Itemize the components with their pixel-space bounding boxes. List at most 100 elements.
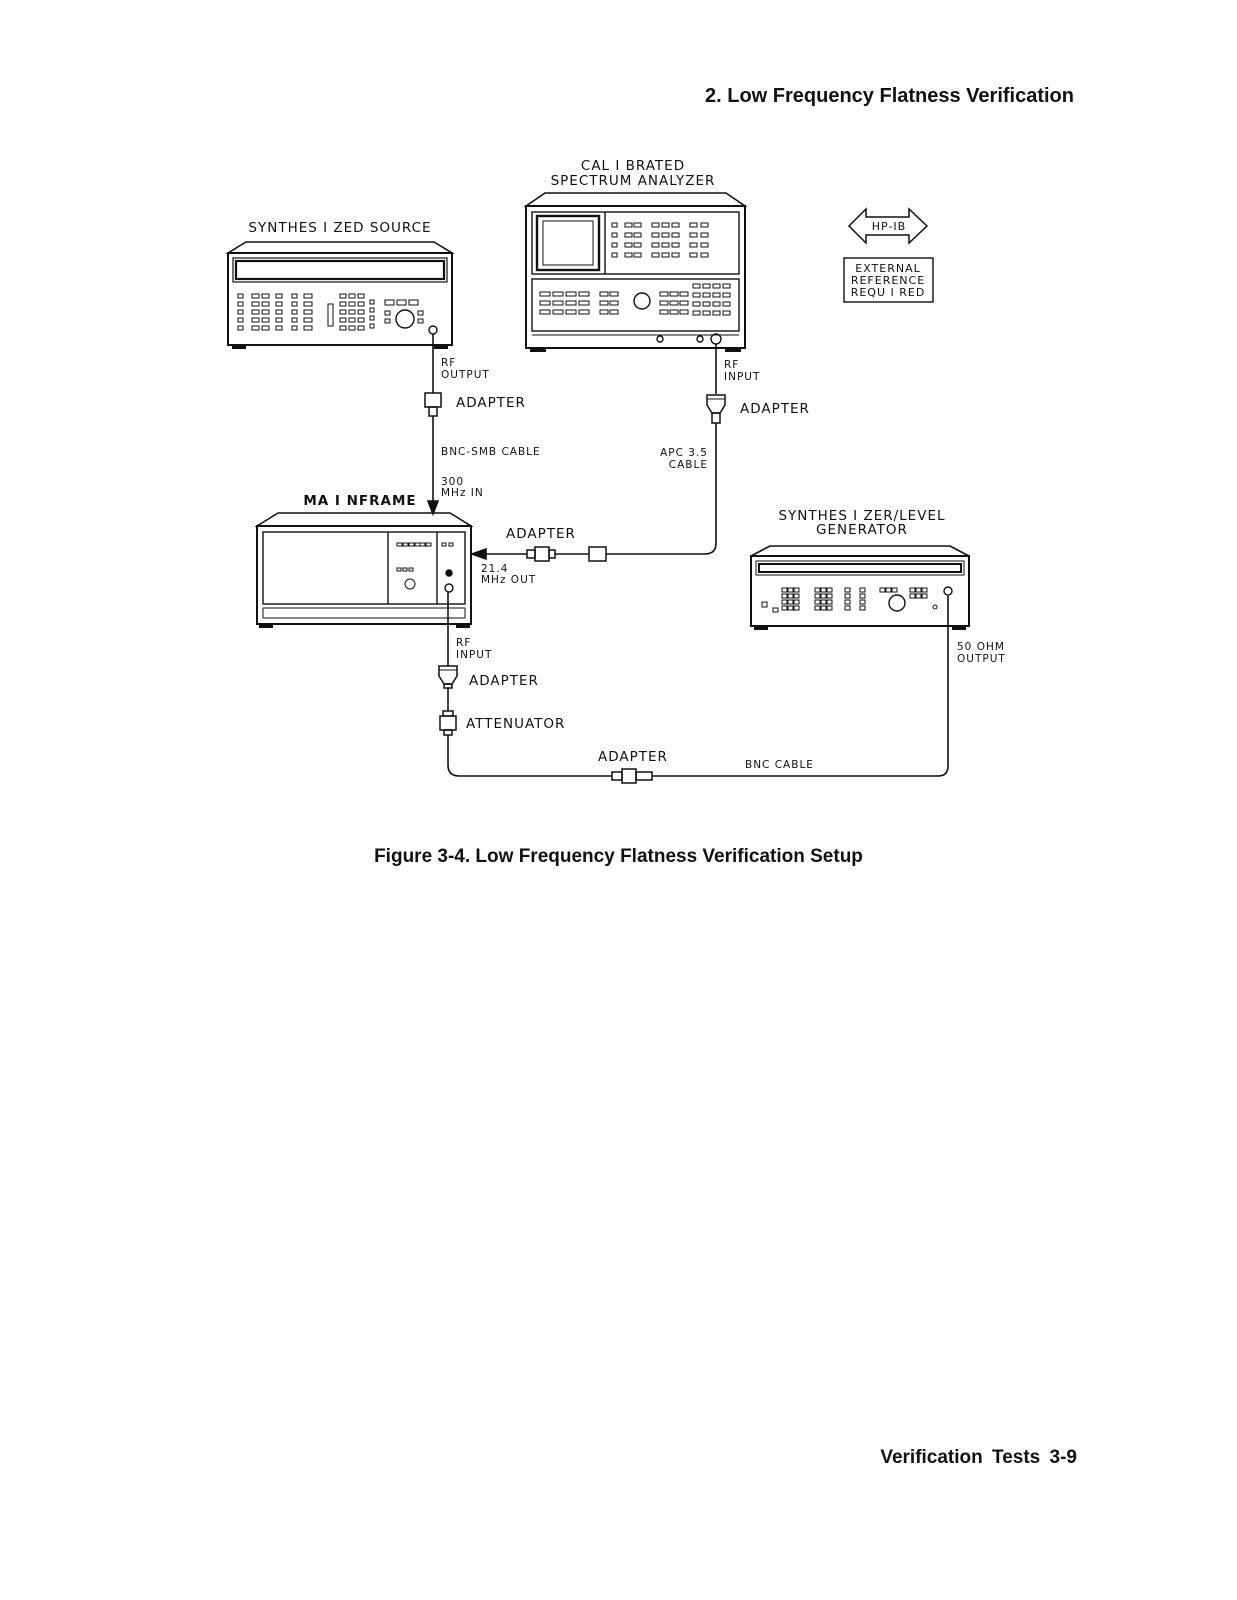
panel-key	[633, 222, 642, 228]
panel-key	[702, 283, 711, 289]
spectrum-analyzer-label: CAL I BRATED SPECTRUM ANALYZER	[551, 158, 715, 189]
panel-key	[679, 291, 689, 297]
panel-key	[539, 309, 551, 315]
panel-key	[826, 587, 833, 593]
panel-key	[369, 307, 375, 313]
panel-key	[552, 309, 564, 315]
panel-key	[357, 309, 365, 315]
panel-key	[357, 325, 365, 331]
panel-key	[679, 300, 689, 306]
panel-key	[633, 252, 642, 258]
panel-key	[671, 252, 680, 258]
panel-key	[624, 222, 633, 228]
panel-key	[578, 300, 590, 306]
panel-key	[633, 242, 642, 248]
panel-key	[772, 607, 779, 613]
rf-input-mainframe-label: RF INPUT	[456, 637, 491, 661]
panel-key	[651, 232, 660, 238]
adapter-source-connector	[424, 392, 442, 417]
adapter-mainframe-in-label: ADAPTER	[469, 673, 539, 689]
panel-key	[722, 310, 731, 316]
panel-key	[651, 222, 660, 228]
panel-key	[700, 232, 709, 238]
mhz-in-line-2: MHz IN	[441, 487, 484, 499]
panel-key	[781, 587, 788, 593]
mainframe-label: MA I NFRAME	[303, 493, 416, 509]
panel-key	[275, 325, 283, 331]
panel-key	[291, 325, 298, 331]
mhz-in-line-1: 300	[441, 476, 464, 488]
panel-key	[348, 309, 356, 315]
panel-key	[261, 301, 270, 307]
panel-key	[402, 567, 408, 572]
rf-output-line-1: RF	[441, 357, 456, 369]
panel-key	[369, 315, 375, 321]
panel-key	[251, 309, 260, 315]
panel-key	[369, 323, 375, 329]
spectrum-analyzer-instrument	[523, 192, 748, 352]
panel-key	[814, 599, 821, 605]
panel-key	[700, 252, 709, 258]
panel-key	[402, 542, 409, 547]
panel-key	[578, 309, 590, 315]
panel-key	[611, 242, 618, 248]
panel-key	[844, 605, 851, 611]
panel-key	[702, 292, 711, 298]
panel-key	[237, 301, 244, 307]
panel-key	[384, 318, 391, 324]
panel-key	[826, 605, 833, 611]
panel-key	[692, 292, 701, 298]
panel-key	[859, 605, 866, 611]
external-reference-box	[843, 257, 934, 303]
panel-key	[671, 242, 680, 248]
panel-key	[303, 301, 313, 307]
rf-input-analyzer-line-2: INPUT	[724, 371, 760, 383]
adapter-mainframe-in-connector	[438, 665, 458, 689]
apc-cable-line-1: APC 3.5	[660, 447, 708, 459]
panel-key	[357, 317, 365, 323]
panel-key	[441, 542, 447, 547]
panel-key	[357, 301, 365, 307]
panel-key	[291, 293, 298, 299]
adapter-analyzer-connector	[706, 394, 726, 424]
panel-key	[578, 291, 590, 297]
panel-key	[793, 599, 800, 605]
panel-key	[700, 242, 709, 248]
panel-key	[609, 291, 619, 297]
panel-key	[565, 291, 577, 297]
panel-key	[844, 599, 851, 605]
apc-cable-label: APC 3.5 CABLE	[660, 447, 708, 471]
rf-input-mainframe-line-1: RF	[456, 637, 471, 649]
panel-key	[419, 542, 426, 547]
panel-key	[599, 291, 609, 297]
panel-key	[692, 283, 701, 289]
panel-key	[624, 232, 633, 238]
panel-key	[909, 587, 916, 593]
panel-key	[879, 587, 886, 593]
panel-key	[712, 283, 721, 289]
panel-key	[921, 587, 928, 593]
cable-bnc	[447, 592, 949, 777]
panel-key	[448, 542, 454, 547]
adapter-analyzer-label: ADAPTER	[740, 401, 810, 417]
panel-key	[793, 605, 800, 611]
mhz-in-label: 300 MHz IN	[441, 476, 484, 499]
panel-key	[348, 301, 356, 307]
apc-cable-line-2: CABLE	[669, 459, 708, 471]
panel-key	[251, 301, 260, 307]
panel-key	[671, 222, 680, 228]
panel-key	[339, 325, 347, 331]
panel-key	[787, 593, 794, 599]
spectrum-analyzer-label-line-1: CAL I BRATED	[581, 158, 685, 174]
panel-key	[661, 252, 670, 258]
panel-key	[348, 325, 356, 331]
panel-key	[820, 593, 827, 599]
panel-key	[611, 222, 618, 228]
panel-key	[291, 309, 298, 315]
panel-key	[781, 593, 788, 599]
panel-key	[820, 599, 827, 605]
panel-key	[669, 291, 679, 297]
panel-key	[552, 291, 564, 297]
external-reference-line-1: EXTERNAL	[855, 262, 921, 275]
